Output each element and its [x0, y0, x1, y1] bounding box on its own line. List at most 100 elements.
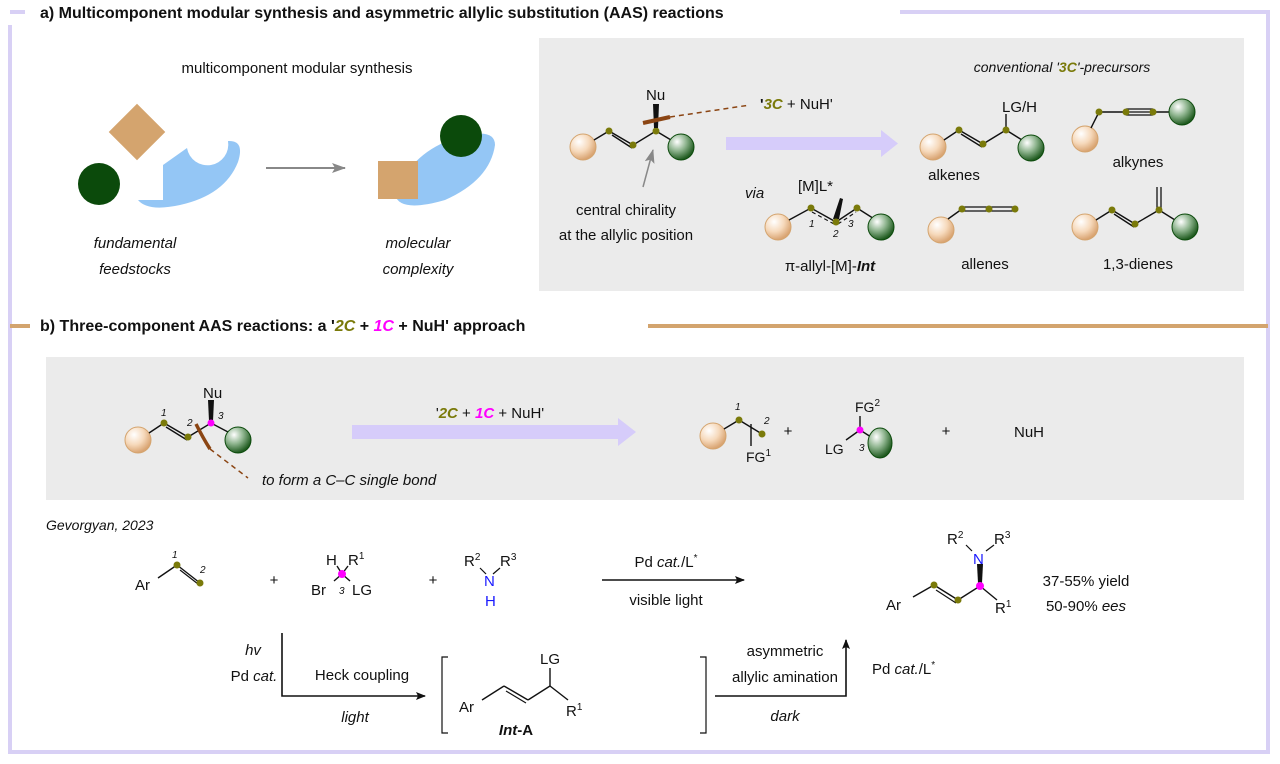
pi-allyl-label: π-allyl-[M]-Int	[785, 258, 876, 275]
green-sphere-icon	[78, 163, 120, 205]
two-carbon-fragment	[699, 416, 766, 450]
disconnection-label: '3C + NuH'	[760, 96, 833, 113]
blue-blob-icon	[138, 140, 241, 208]
complexity-label-1: molecular	[385, 235, 451, 252]
nh-h-label: H	[485, 593, 496, 610]
lg-label-ex: LG	[352, 582, 372, 599]
lg-h-label: LG/H	[1002, 99, 1037, 116]
three-component-panel	[46, 357, 1244, 500]
plus-sign: +	[429, 572, 438, 589]
precursor-alkene	[919, 114, 1045, 162]
dark-label: dark	[770, 708, 801, 725]
ee-label: 50-90% ees	[1046, 598, 1127, 615]
r1-label: R1	[348, 551, 365, 569]
metal-ligand-label: [M]L*	[798, 178, 833, 195]
lg-label: LG	[825, 441, 844, 457]
styrene-reactant	[157, 561, 204, 587]
transform-arrow-head	[881, 130, 898, 157]
locant-2-b: 2	[186, 418, 193, 429]
yield-label: 37-55% yield	[1043, 573, 1130, 590]
allenes-label: allenes	[961, 256, 1009, 273]
conditions-top: Pd cat./L*	[634, 553, 697, 571]
light-label: light	[341, 709, 369, 726]
feedstocks-label-1: fundamental	[94, 235, 177, 252]
locant-1-frag: 1	[735, 402, 741, 413]
ar-label-product: Ar	[886, 597, 901, 614]
lg-label-int: LG	[540, 651, 560, 668]
precursors-heading: conventional '3C'-precursors	[974, 59, 1151, 75]
complexity-illustration	[378, 115, 495, 206]
dienes-label: 1,3-dienes	[1103, 256, 1173, 273]
approach-arrow-shaft	[352, 425, 618, 439]
int-a-structure	[441, 656, 707, 734]
r3-label: R3	[500, 552, 517, 570]
allylic-product-structure	[569, 104, 751, 188]
r2-label-product: R2	[947, 530, 964, 548]
locant-1-ex: 1	[172, 550, 178, 561]
chirality-label-1: central chirality	[576, 202, 677, 219]
section-b-title: b) Three-component AAS reactions: a '2C …	[40, 318, 525, 335]
int-a-label: Int-A	[499, 722, 533, 739]
locant-2-ex: 2	[199, 565, 206, 576]
conditions-bottom: visible light	[629, 592, 703, 609]
citation: Gevorgyan, 2023	[46, 517, 154, 533]
r1-label-product: R1	[995, 599, 1012, 617]
bond-formation-label: to form a C–C single bond	[262, 472, 437, 489]
nu-label: Nu	[646, 87, 665, 104]
aaa-label-2: allylic amination	[732, 669, 838, 686]
hv-label: hv	[245, 642, 262, 659]
via-label: via	[745, 185, 764, 202]
nuh-label: NuH	[1014, 424, 1044, 441]
complexity-label-2: complexity	[383, 261, 455, 278]
feedstocks-label-2: feedstocks	[99, 261, 171, 278]
ar-label-int: Ar	[459, 699, 474, 716]
amine-reactant	[479, 567, 501, 575]
heck-label: Heck coupling	[315, 667, 409, 684]
bromide-reactant	[333, 565, 351, 582]
fg2-label: FG2	[855, 398, 880, 415]
chirality-label-2: at the allylic position	[559, 227, 693, 244]
alkynes-label: alkynes	[1113, 154, 1164, 171]
feedstocks-illustration	[78, 103, 241, 208]
amination-arrow	[715, 639, 850, 697]
pi-allyl-intermediate	[764, 198, 895, 241]
locant-3-frag: 3	[859, 443, 865, 454]
n-label: N	[484, 573, 495, 590]
fg1-label: FG1	[746, 448, 771, 465]
approach-arrow-head	[618, 418, 636, 446]
transform-arrow-shaft	[726, 137, 881, 150]
aaa-label-1: asymmetric	[747, 643, 824, 660]
tan-diamond-icon	[108, 103, 166, 161]
tan-square-icon	[378, 161, 418, 199]
locant-3-b: 3	[218, 411, 224, 422]
approach-label: '2C + 1C + NuH'	[436, 405, 544, 422]
plus-sign: +	[784, 423, 793, 440]
r3-label-product: R3	[994, 530, 1011, 548]
section-b-frame	[8, 300, 1270, 754]
h-label: H	[326, 552, 337, 569]
precursor-alkyne	[1071, 98, 1196, 153]
one-carbon-fragment	[845, 416, 893, 459]
heck-arrow	[281, 633, 426, 700]
plus-sign: +	[942, 423, 951, 440]
locant-2-frag: 2	[763, 416, 770, 427]
ar-label: Ar	[135, 577, 150, 594]
modular-synthesis-heading: multicomponent modular synthesis	[182, 60, 413, 77]
target-allylic-structure	[124, 400, 252, 479]
plus-sign: +	[270, 572, 279, 589]
r2-label: R2	[464, 552, 481, 570]
pd-cat-l-label: Pd cat./L*	[872, 660, 935, 678]
section-a-frame	[8, 10, 1270, 300]
locant-3-ex: 3	[339, 586, 345, 597]
nu-label-b: Nu	[203, 385, 222, 402]
precursor-allene	[927, 205, 1019, 244]
section-a-title: a) Multicomponent modular synthesis and …	[40, 5, 724, 22]
pd-cat-label: Pd cat.	[231, 668, 278, 685]
allylic-amine-product	[912, 544, 998, 604]
n-label-product: N	[973, 551, 984, 568]
locant-1: 1	[809, 219, 815, 230]
locant-3: 3	[848, 219, 854, 230]
green-sphere-icon	[440, 115, 482, 157]
locant-1-b: 1	[161, 408, 167, 419]
